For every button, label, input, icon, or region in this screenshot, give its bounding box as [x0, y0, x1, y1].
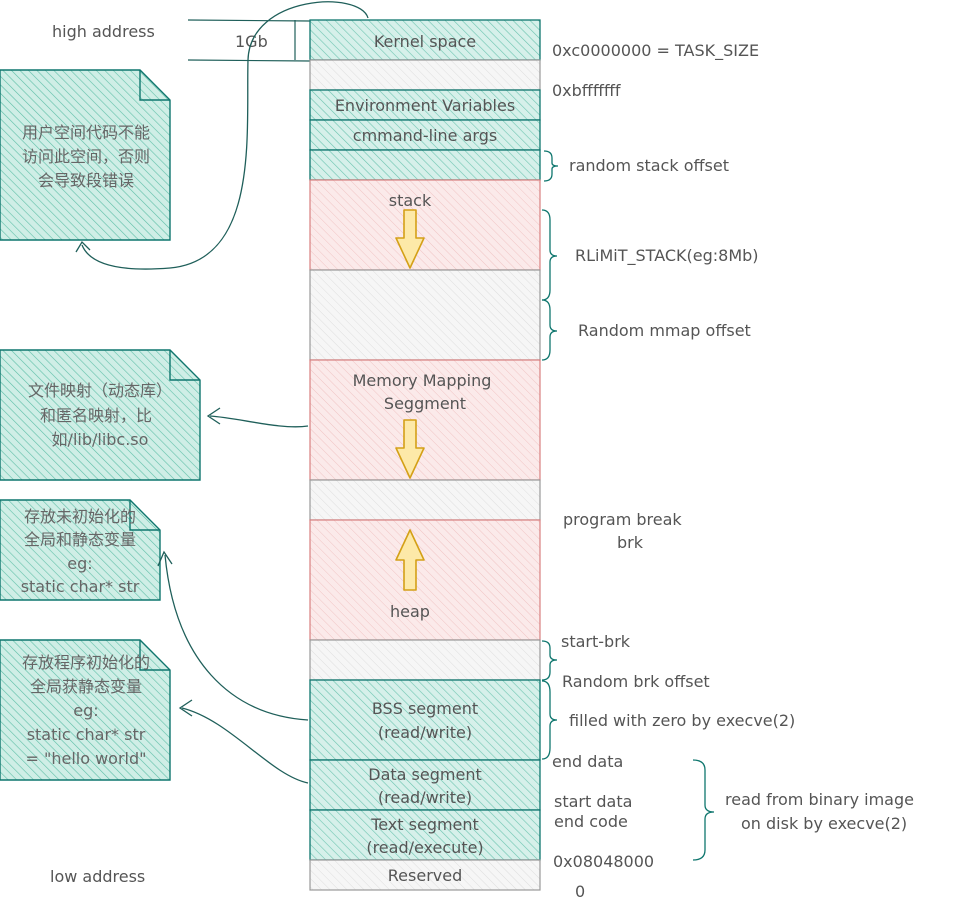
note-mmap-line-3: 如/lib/libc.so: [52, 430, 149, 449]
segment-kernel-label: Kernel space: [374, 32, 476, 51]
kernel-note-connector: [81, 1, 369, 270]
note-data-line-4: static char* str: [27, 725, 146, 744]
bss-note-arrowhead: [157, 550, 173, 567]
kernel-top-line: [187, 19, 311, 22]
read-binary-brace: [692, 759, 715, 861]
segment-bss-label-1: BSS segment: [372, 699, 478, 718]
note-kernel: [0, 69, 171, 241]
random-stack-brace: [543, 150, 559, 182]
segment-random-stack-offset: [309, 149, 541, 181]
program-break-label: program break: [563, 510, 682, 529]
segment-stack-label: stack: [389, 191, 432, 210]
segment-env-label: Environment Variables: [335, 96, 515, 115]
segment-text-label-1: Text segment: [370, 815, 479, 834]
low-address-label: low address: [50, 867, 145, 886]
stack-grow-down-arrow: [395, 209, 425, 269]
note-kernel-line-1: 用户空间代码不能: [22, 123, 150, 142]
bfff-label: 0xbfffffff: [552, 81, 621, 100]
segment-bss-label-2: (read/write): [378, 723, 472, 742]
data-note-connector: [181, 707, 309, 784]
rlimit-brace: [541, 209, 558, 301]
high-address-label: high address: [52, 22, 155, 41]
segment-cmd-args: [309, 119, 541, 151]
end-code-label: end code: [554, 812, 628, 831]
note-mmap: [0, 349, 201, 481]
note-data-line-1: 存放程序初始化的: [22, 653, 150, 672]
note-data-fold: [139, 640, 170, 671]
rlimit-label: RLiMiT_STACK(eg:8Mb): [575, 246, 759, 266]
segment-reserved-label: Reserved: [388, 866, 462, 885]
segment-data-label-1: Data segment: [368, 765, 481, 784]
mmap-note-connector: [209, 415, 309, 428]
segment-data-label-2: (read/write): [378, 788, 472, 807]
segment-args-label: cmmand-line args: [353, 126, 497, 145]
note-bss-line-1: 存放未初始化的: [24, 507, 136, 526]
segment-data: [309, 759, 541, 811]
note-mmap-fold: [169, 350, 200, 381]
brk-label: brk: [617, 533, 644, 552]
note-kernel-line-3: 会导致段错误: [38, 171, 134, 190]
random-stack-offset-label: random stack offset: [569, 156, 729, 175]
note-kernel-fold: [139, 70, 170, 101]
segment-mmap-label-2: Seggment: [384, 394, 466, 413]
heap-grow-up-arrow: [395, 529, 425, 591]
segment-kernel-space: [309, 19, 541, 61]
segment-text-label-2: (read/execute): [366, 838, 483, 857]
task-size-label: 0xc0000000 = TASK_SIZE: [552, 41, 759, 61]
segment-mmap-label-1: Memory Mapping: [353, 371, 492, 390]
mmap-note-arrowhead: [206, 407, 221, 425]
random-brk-label: Random brk offset: [562, 672, 710, 691]
segment-brk-gap: [309, 479, 541, 521]
segment-memory-mapping: [309, 359, 541, 481]
segment-heap-label: heap: [390, 602, 430, 621]
random-mmap-brace: [541, 299, 558, 361]
segment-text: [309, 809, 541, 861]
start-brk-label: start-brk: [561, 632, 631, 651]
segment-stack: [309, 179, 541, 271]
segment-random-brk-gap: [309, 639, 541, 681]
segment-gap-top: [309, 59, 541, 91]
note-bss-fold: [129, 500, 160, 531]
start-data-label: start data: [554, 792, 632, 811]
note-bss-line-3: eg:: [67, 554, 92, 573]
addr-0804-label: 0x08048000: [553, 852, 654, 871]
note-data-line-5: = "hello world": [25, 749, 146, 768]
read-binary-label-2: on disk by execve(2): [741, 814, 907, 833]
note-mmap-line-1: 文件映射（动态库）: [28, 381, 172, 400]
kernel-note-arrowhead: [75, 240, 91, 253]
note-bss-line-2: 全局和静态变量: [24, 530, 136, 549]
note-kernel-line-2: 访问此空间，否则: [22, 147, 150, 166]
random-mmap-label: Random mmap offset: [578, 321, 751, 340]
mmap-grow-down-arrow: [395, 419, 425, 479]
note-data-line-3: eg:: [73, 701, 98, 720]
bss-brace: [541, 680, 558, 760]
bss-note-connector: [164, 554, 309, 721]
end-data-label: end data: [552, 752, 623, 771]
note-data: [0, 639, 171, 781]
note-bss-line-4: static char* str: [21, 577, 140, 596]
segment-mmap-gap: [309, 269, 541, 361]
random-brk-brace: [541, 640, 558, 681]
segment-bss: [309, 679, 541, 761]
note-bss: [0, 499, 161, 601]
note-mmap-line-2: 和匿名映射，比: [40, 406, 152, 425]
segment-reserved: [309, 859, 541, 891]
note-data-line-2: 全局获静态变量: [30, 677, 142, 696]
kernel-bottom-line: [187, 59, 311, 62]
data-note-arrowhead: [178, 699, 193, 717]
segment-heap: [309, 519, 541, 641]
filled-zero-label: filled with zero by execve(2): [569, 711, 795, 730]
zero-label: 0: [575, 882, 585, 901]
read-binary-label-1: read from binary image: [725, 790, 914, 809]
